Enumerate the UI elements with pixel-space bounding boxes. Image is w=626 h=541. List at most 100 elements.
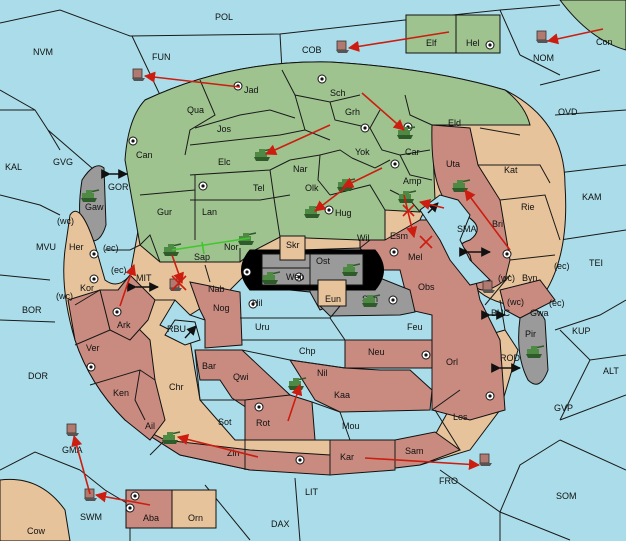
label-kaa: Kaa (334, 390, 350, 400)
label-pol: POL (215, 12, 233, 22)
label-ec4: (ec) (549, 298, 565, 308)
label-ec2: (ec) (554, 261, 570, 271)
sea-SMA-inlet (419, 194, 491, 286)
label-hel: Hel (466, 38, 480, 48)
red-neu (344, 339, 433, 369)
label-orn: Orn (188, 513, 203, 523)
label-nvm: NVM (33, 47, 53, 57)
label-qua: Qua (187, 105, 204, 115)
province-Ost-Web[interactable] (261, 253, 364, 286)
label-gvg: GVG (53, 157, 73, 167)
label-wil: Wil (357, 233, 370, 243)
label-cob: COB (302, 45, 322, 55)
label-hug: Hug (335, 208, 352, 218)
label-gor: GOR (108, 182, 129, 192)
label-ver: Ver (86, 343, 100, 353)
label-obs: Obs (418, 282, 435, 292)
province-Cow[interactable] (0, 478, 71, 541)
passage-arrows (101, 169, 521, 373)
label-eun: Eun (325, 294, 341, 304)
label-gur: Gur (157, 207, 172, 217)
label-ost: Ost (316, 256, 331, 266)
label-sap: Sap (194, 252, 210, 262)
label-tei: TEI (589, 258, 603, 268)
label-sot: Sot (218, 417, 232, 427)
label-rbu: RBU (167, 324, 186, 334)
label-swm: SWM (80, 512, 102, 522)
label-alt: ALT (603, 366, 619, 376)
label-amp: Amp (403, 176, 422, 186)
label-kal: KAL (5, 162, 22, 172)
province-Skr[interactable] (279, 235, 306, 261)
province-Eun[interactable] (317, 279, 347, 307)
label-eld: Eld (448, 118, 461, 128)
label-elf: Elf (426, 38, 437, 48)
label-ken: Ken (113, 388, 129, 398)
label-sma: SMA (457, 224, 477, 234)
province-Elf[interactable] (405, 14, 457, 54)
map-labels: POL NVM FUN COB NOM Con Elf Hel Jad Sch … (5, 12, 619, 536)
label-hil: Hil (252, 298, 263, 308)
support-line (171, 237, 251, 251)
label-jos: Jos (217, 124, 232, 134)
label-som: SOM (556, 491, 577, 501)
label-jad: Jad (244, 85, 259, 95)
red-west (67, 289, 166, 441)
label-wc3: (wc) (56, 291, 73, 301)
label-aba: Aba (143, 513, 159, 523)
label-lit: LIT (305, 487, 319, 497)
red-bar-qwi (194, 349, 291, 411)
label-feu: Feu (407, 322, 423, 332)
label-rod: ROD (500, 353, 521, 363)
label-ec3: (ec) (111, 265, 127, 275)
label-olk: Olk (305, 183, 319, 193)
label-pir: Pir (525, 329, 536, 339)
label-chp: Chp (299, 346, 316, 356)
label-ovd: OVD (558, 107, 578, 117)
province-Orn[interactable] (171, 489, 217, 529)
label-gma: GMA (62, 445, 83, 455)
label-car: Car (405, 147, 420, 157)
label-rot: Rot (256, 418, 271, 428)
label-cow: Cow (27, 526, 46, 536)
label-kat: Kat (504, 165, 518, 175)
label-neu: Neu (368, 347, 385, 357)
label-qwi: Qwi (233, 372, 249, 382)
label-wc1: (wc) (57, 216, 74, 226)
label-bri: Bri (492, 219, 503, 229)
label-nor: Nor (224, 242, 239, 252)
label-sam: Sam (405, 446, 424, 456)
label-nom: NOM (533, 53, 554, 63)
label-can: Can (136, 150, 153, 160)
label-orl: Orl (446, 357, 458, 367)
label-uru: Uru (255, 322, 270, 332)
label-dax: DAX (271, 519, 290, 529)
label-ec1: (ec) (103, 243, 119, 253)
sea-zone-borders (0, 4, 626, 541)
label-gaw: Gaw (85, 202, 104, 212)
red-nab-nog (189, 281, 243, 349)
label-gwa: Gwa (530, 308, 549, 318)
label-mel: Mel (408, 252, 423, 262)
green-region (124, 61, 531, 263)
label-zin: Zin (227, 448, 240, 458)
label-ail: Ail (145, 421, 155, 431)
label-ark: Ark (117, 320, 131, 330)
label-kor: Kor (80, 283, 94, 293)
supply-centres (86, 40, 512, 513)
label-fro: FRO (439, 476, 458, 486)
label-esm: Esm (390, 231, 408, 241)
label-nil: Nil (317, 368, 328, 378)
label-byn: Byn (522, 273, 538, 283)
label-yok: Yok (355, 147, 370, 157)
order-arrows (71, 28, 604, 506)
label-chr: Chr (169, 382, 184, 392)
label-kup: KUP (572, 326, 591, 336)
label-nar: Nar (293, 164, 308, 174)
label-gvp: GVP (554, 403, 573, 413)
label-los: Los (453, 412, 468, 422)
label-nab: Nab (208, 284, 225, 294)
label-fun: FUN (152, 52, 171, 62)
label-mou: Mou (342, 421, 360, 431)
